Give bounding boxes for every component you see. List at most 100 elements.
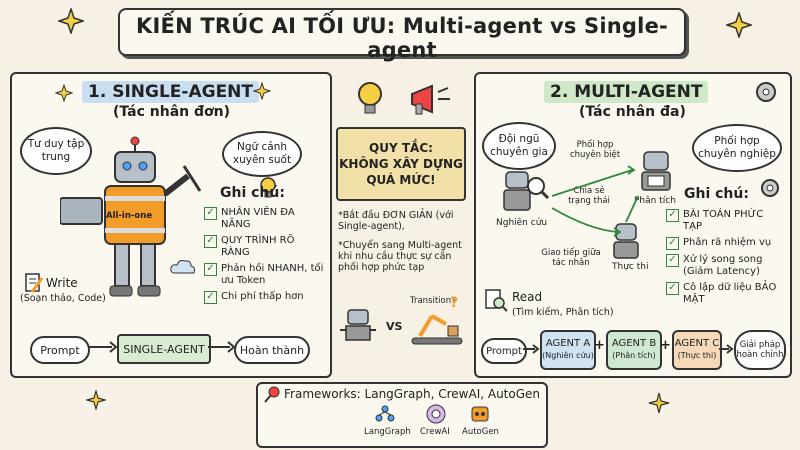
megaphone-icon (411, 84, 450, 115)
note-item: ✓ Xử lý song song (Giảm Latency) (666, 254, 784, 278)
single-agent-subheading: (Tác nhân đơn) (113, 104, 230, 120)
robot-arm-conveyor-icon (411, 314, 463, 345)
share-state-label: Chia sẻ trạng thái (568, 186, 610, 206)
flow-label: Giải pháp hoàn chỉnh (736, 340, 784, 360)
note-item: ✓ QUY TRÌNH RÕ RÀNG (204, 235, 324, 259)
sparkle-icon (58, 8, 84, 34)
sparkle-icon (55, 84, 73, 102)
svg-text:?: ? (450, 295, 458, 310)
agent-role: (Phân tích) (612, 351, 656, 360)
agent-a-box: AGENT A (Nghiên cứu) (540, 330, 596, 370)
note-text: QUY TRÌNH RÕ RÀNG (221, 235, 295, 258)
write-title: Write (46, 276, 78, 290)
flow-label: SINGLE-AGENT (123, 342, 205, 356)
page-title: KIẾN TRÚC AI TỐI ƯU: Multi-agent vs Sing… (136, 14, 668, 62)
check-icon: ✓ (204, 291, 217, 304)
agent-role: (Nghiên cứu) (542, 351, 594, 360)
tip-switch-multi: *Chuyển sang Multi-agent khi nhu cầu thự… (338, 240, 462, 273)
note-item: ✓ Phản hồi NHANH, tối ưu Token (204, 263, 324, 287)
cloud-label: Đội ngũ chuyên gia (490, 133, 548, 158)
write-subtitle: (Soạn thảo, Code) (20, 293, 106, 304)
pro-coordination-cloud: Phối hợp chuyên nghiệp (692, 124, 782, 172)
lightbulb-icon (260, 177, 276, 198)
lightbulb-icon (358, 82, 382, 114)
cloud-icon (170, 260, 196, 274)
rule-line: QUÁ MỨC! (366, 173, 436, 187)
cloud-label: Ngữ cảnh xuyên suốt (232, 141, 292, 166)
note-text: Phân rã nhiệm vụ (683, 237, 772, 248)
framework-crewai: CrewAI (420, 427, 450, 437)
frameworks-title: Frameworks: LangGraph, CrewAI, AutoGen (284, 387, 541, 401)
crewai-icon (426, 404, 446, 424)
note-text: Cô lập dữ liệu BẢO MẬT (683, 282, 777, 305)
note-text: NHÂN VIÊN ĐA NĂNG (221, 207, 295, 230)
flow-single-agent: SINGLE-AGENT (117, 334, 211, 364)
robot-icon (340, 309, 376, 341)
sparkle-icon (726, 12, 752, 38)
tip-start-simple: *Bắt đầu ĐƠN GIẢN (với Single-agent), (338, 210, 454, 232)
rule-line: QUY TẮC: (369, 141, 433, 155)
focus-thought-cloud: Tư duy tập trung (20, 127, 92, 175)
note-item: ✓ Phân rã nhiệm vụ (666, 237, 784, 250)
check-icon: ✓ (666, 237, 679, 250)
agent-role: (Thực thi) (677, 351, 717, 360)
check-icon: ✓ (666, 254, 679, 267)
agent-c-box: AGENT C(Thực thi) (672, 330, 722, 370)
read-title: Read (512, 290, 543, 304)
multi-notes-list: ✓BÀI TOÁN PHỨC TẠP ✓ Phân rã nhiệm vụ ✓ Xử… (666, 209, 784, 306)
flow-label: Prompt (486, 345, 522, 357)
note-item: ✓BÀI TOÁN PHỨC TẠP (666, 209, 784, 233)
arrow-icon (719, 344, 734, 354)
framework-langgraph: LangGraph (364, 427, 411, 437)
note-item: ✓ NHÂN VIÊN ĐA NĂNG (204, 207, 324, 231)
question-mark-icon: ? (450, 295, 458, 310)
langgraph-icon (375, 405, 395, 422)
arrow-icon (208, 341, 236, 353)
sparkle-icon (253, 82, 271, 100)
flow-complete-solution: Giải pháp hoàn chỉnh (734, 330, 786, 370)
executor-label: Thực thi (612, 262, 649, 272)
flow-done: Hoàn thành (234, 336, 310, 364)
gear-icon (761, 179, 779, 197)
title-frame (118, 8, 686, 56)
analyst-label: Phân tích (634, 196, 676, 206)
single-agent-heading: 1. SINGLE-AGENT (82, 81, 260, 103)
multi-notes-title: Ghi chú: (684, 186, 749, 202)
gear-icon (756, 82, 776, 102)
document-search-icon (485, 289, 508, 312)
researcher-robot-icon (503, 171, 550, 211)
note-item: ✓ Cô lập dữ liệu BẢO MẬT (666, 282, 784, 306)
multi-agent-heading: 2. MULTI-AGENT (544, 81, 709, 103)
executor-robot-icon (613, 223, 639, 259)
flow-label: Prompt (40, 343, 80, 357)
multi-flow-prompt: Prompt (481, 338, 527, 364)
sparkle-icon (648, 392, 670, 414)
plus-icon: + (594, 338, 605, 353)
analyst-robot-icon (641, 151, 671, 191)
note-text: Xử lý song song (Giảm Latency) (683, 254, 763, 277)
framework-autogen: AutoGen (462, 427, 499, 437)
arrow-icon (88, 341, 118, 353)
agent-name: AGENT B (611, 338, 657, 349)
single-notes-title: Ghi chú: (220, 185, 285, 201)
flow-label: Hoàn thành (239, 343, 305, 357)
collaboration-arrows (551, 165, 639, 237)
flow-prompt: Prompt (30, 336, 90, 364)
arrow-icon (523, 344, 540, 354)
robot-illustration (60, 136, 202, 297)
cloud-label: Tư duy tập trung (27, 138, 85, 163)
frameworks-box (256, 382, 548, 448)
researcher-label: Nghiên cứu (496, 218, 548, 228)
read-subtitle: (Tìm kiếm, Phân tích) (512, 307, 614, 318)
single-notes-list: ✓ NHÂN VIÊN ĐA NĂNG ✓ QUY TRÌNH RÕ RÀNG ✓ P… (204, 207, 324, 304)
check-icon: ✓ (204, 207, 217, 220)
rule-box: QUY TẮC: KHÔNG XÂY DỰNG QUÁ MỨC! (336, 127, 466, 201)
sparkle-icon (86, 390, 106, 410)
check-icon: ✓ (204, 235, 217, 248)
agent-name: AGENT A (545, 338, 591, 349)
note-text: Phản hồi NHANH, tối ưu Token (221, 263, 324, 286)
autogen-icon (471, 406, 489, 422)
check-icon: ✓ (666, 282, 679, 295)
vest-label: All-in-one (106, 211, 153, 221)
check-icon: ✓ (204, 263, 217, 276)
